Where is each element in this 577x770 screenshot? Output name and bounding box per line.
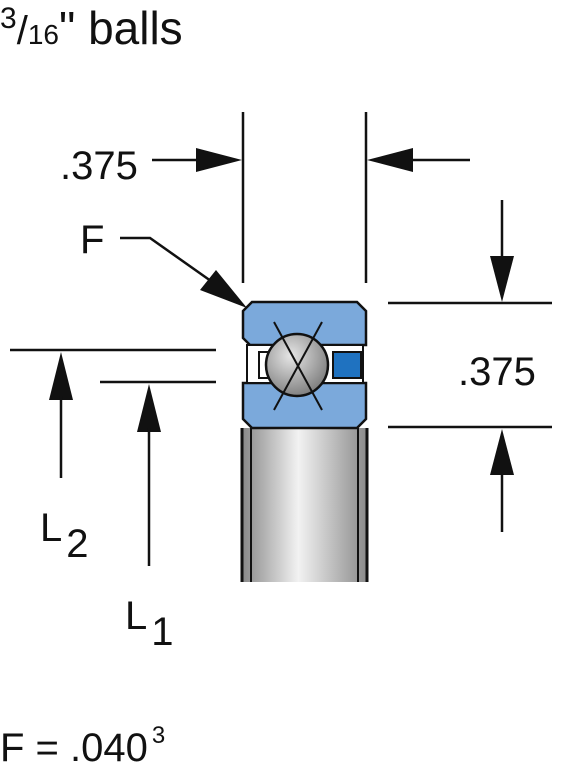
title-fraction-numerator: 3 <box>0 2 17 35</box>
f-leader-arrowhead <box>200 270 247 308</box>
l1-letter: L <box>125 594 148 638</box>
l1-arrowhead <box>137 384 161 432</box>
l2-arrowhead <box>49 352 73 400</box>
inner-race <box>241 381 368 430</box>
f-label: F <box>80 218 105 262</box>
formula-superscript: 3 <box>151 722 166 749</box>
separator-right <box>332 351 362 379</box>
l2-subscript: 2 <box>66 522 89 566</box>
title-fraction-denominator: 16 <box>27 19 59 50</box>
formula-text: F = .040 <box>0 726 148 770</box>
l2-letter: L <box>40 506 63 550</box>
title-fraction-slash: / <box>16 9 28 53</box>
contact-line-2 <box>273 321 323 411</box>
width-arrow-right-head <box>367 148 413 172</box>
diagram-title: 3/16" balls <box>0 2 183 54</box>
bearing-lower-body <box>243 428 366 582</box>
f-leader-line <box>120 236 219 288</box>
height-arrow-top-head <box>490 256 514 302</box>
width-arrow-left-head <box>196 148 242 172</box>
l1-subscript: 1 <box>151 610 174 654</box>
width-dimension-label: .375 <box>60 144 138 188</box>
height-dimension-label: .375 <box>458 350 536 394</box>
height-arrow-bottom-head <box>490 429 514 475</box>
title-text: " balls <box>58 2 183 54</box>
